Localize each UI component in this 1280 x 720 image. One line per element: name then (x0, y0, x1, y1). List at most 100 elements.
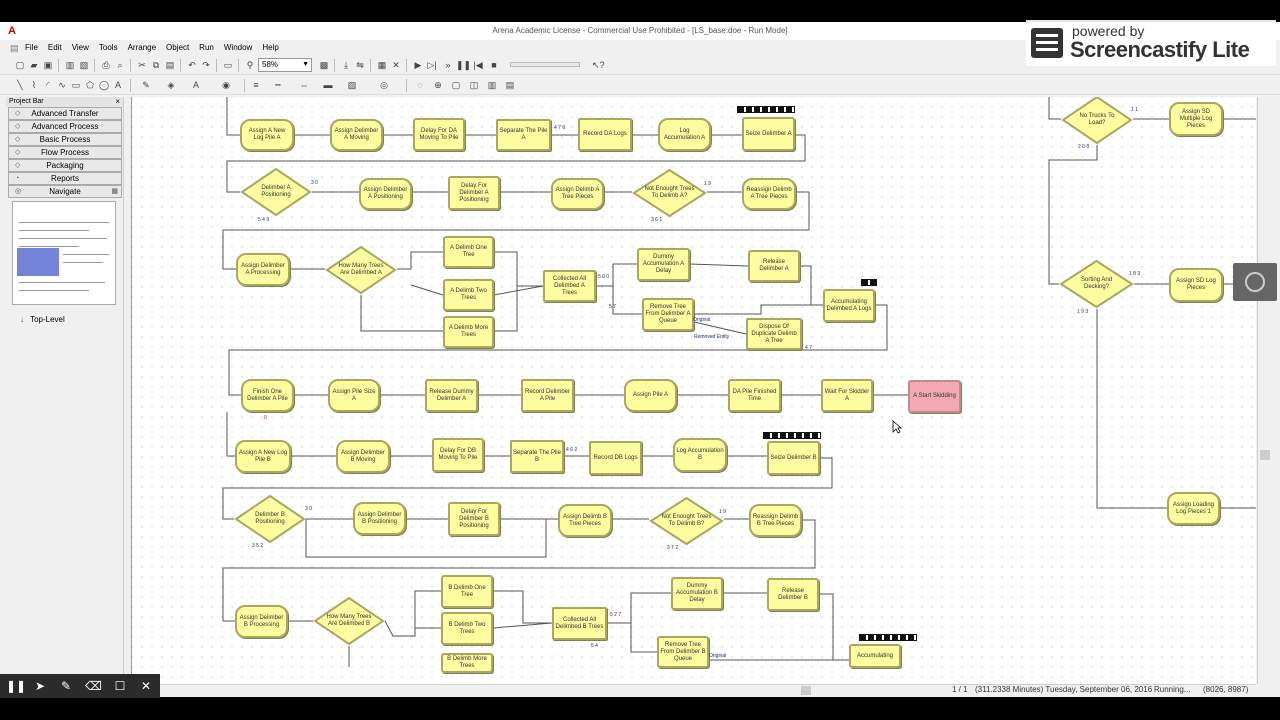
decision-not-enought-trees-to-delimb-b[interactable]: Not Enought Trees To Delimb B? (649, 496, 724, 546)
print-icon[interactable]: ⎙ (102, 60, 110, 70)
template-attach-icon[interactable]: ▥ (65, 60, 75, 70)
line-width-icon[interactable]: ≡ (253, 80, 259, 90)
module-da-pile-finished-time[interactable]: DA Pile Finished Time (728, 379, 781, 412)
open-folder-icon[interactable]: ▰ (30, 60, 38, 70)
menu-window[interactable]: Window (223, 43, 253, 52)
run-go-icon[interactable]: ▶ (414, 60, 422, 70)
panel-packaging[interactable]: ◇Packaging (8, 159, 122, 172)
module-dummy-accumulation-a-delay[interactable]: Dummy Accumulation A Delay (637, 248, 690, 281)
module-separate-the-pile-a[interactable]: Separate The Pile A (496, 119, 551, 151)
module-b-delimb-one-tree[interactable]: B Delimb One Tree (441, 575, 493, 608)
module-collected-all-delimbed-a-trees[interactable]: Collected All Delimbed A Trees (543, 270, 596, 302)
module-remove-tree-from-delimber-b-queue[interactable]: Remove Tree From Delimber B Queue (657, 636, 709, 668)
module-seize-delimber-b[interactable]: Seize Delimber B (767, 441, 820, 475)
horizontal-scroll-thumb[interactable] (801, 686, 811, 695)
polyline-icon[interactable]: ⌇ (31, 80, 37, 90)
module-record-da-logs[interactable]: Record DA Logs (578, 118, 632, 151)
module-assign-sd-log-pieces[interactable]: Assign SD Log Pieces (1169, 268, 1223, 302)
arrow-style-icon[interactable]: ⇔ (299, 80, 309, 90)
fill-pattern-icon[interactable]: ▨ (347, 80, 357, 90)
decision-no-trucks-to-load[interactable]: No Trucks To Load? (1061, 97, 1133, 145)
line-pattern-icon[interactable]: ▬ (323, 80, 333, 90)
panel-advanced-transfer[interactable]: ◇Advanced Transfer (8, 107, 122, 120)
module-seize-delimber-a[interactable]: Seize Delimber A (742, 117, 795, 151)
line-style-icon[interactable]: ┅ (275, 80, 281, 90)
decision-delimber-b-positioning[interactable]: Delimber B Positioning (234, 494, 306, 544)
module-delay-for-da-moving-to-pile[interactable]: Delay For DA Moving To Pile (413, 118, 465, 151)
cursor-tool-icon[interactable]: ➤ (34, 679, 46, 693)
view-region-icon[interactable]: ▭ (223, 60, 233, 70)
pen-tool-icon[interactable]: ✎ (60, 679, 72, 693)
tree-item-top-level[interactable]: ↓ Top-Level (20, 315, 65, 324)
save-icon[interactable]: ▣ (43, 60, 53, 70)
module-dummy-accumulation-b-delay[interactable]: Dummy Accumulation B Delay (671, 577, 723, 610)
fill-color-icon[interactable]: ◈ (167, 80, 175, 90)
thumbnail-view-region[interactable] (17, 248, 59, 276)
module-delay-for-delimber-b-positioning[interactable]: Delay For Delimber B Positioning (448, 502, 500, 536)
layers-icon[interactable]: ▩ (319, 60, 329, 70)
module-finish-one-delimber-a-pile[interactable]: Finish One Delimber A Pile (241, 379, 294, 412)
decision-sorting-and-decking[interactable]: Sorting And Decking? (1059, 259, 1134, 309)
close-icon[interactable]: × (115, 97, 120, 106)
queue-icon[interactable]: ◌ (417, 80, 423, 90)
panel-flow-process[interactable]: ◇Flow Process (8, 146, 122, 159)
module-log-accumulation-a[interactable]: Log Accumulation A (658, 118, 711, 151)
audio-icon[interactable] (1233, 263, 1277, 301)
vertical-scroll-thumb[interactable] (1260, 450, 1270, 460)
menu-help[interactable]: Help (262, 43, 279, 52)
close-icon[interactable]: ✕ (140, 679, 152, 693)
rectangle-tool-icon[interactable]: ☐ (114, 679, 126, 693)
menu-arrange[interactable]: Arrange (127, 43, 157, 52)
module-remove-tree-from-delimber-a-queue[interactable]: Remove Tree From Delimber A Queue (642, 298, 694, 331)
module-assign-delimber-a-positioning[interactable]: Assign Delimber A Positioning (359, 178, 412, 210)
text-icon[interactable]: A (114, 80, 121, 90)
paste-icon[interactable]: ▤ (165, 60, 175, 70)
module-release-delimber-a[interactable]: Release Delimber A (748, 250, 800, 282)
module-assign-delimb-a-tree-pieces[interactable]: Assign Delimb A Tree Pieces (551, 178, 604, 210)
module-assign-delimber-b-processing[interactable]: Assign Delimber B Processing (235, 605, 288, 638)
menu-run[interactable]: Run (199, 43, 214, 52)
menu-view[interactable]: View (71, 43, 89, 52)
menu-file[interactable]: File (25, 43, 38, 52)
histogram-icon[interactable]: ▥ (487, 80, 497, 90)
model-canvas[interactable]: Assign A New Log Pile A Assign Delimber A… (131, 97, 1256, 684)
decision-delimber-a-positioning[interactable]: Delimber A Positioning (240, 167, 312, 217)
help-pointer-icon[interactable]: ↖? (592, 60, 605, 70)
zoom-icon[interactable]: ⚲ (246, 60, 254, 70)
module-a-delimb-one-tree[interactable]: A Delimb One Tree (443, 236, 494, 268)
navigate-thumbnail[interactable] (12, 201, 116, 305)
pause-icon[interactable]: ❚❚ (456, 60, 472, 70)
text-color-icon[interactable]: A (192, 80, 199, 90)
variable-icon[interactable]: ▢ (451, 80, 461, 90)
module-assign-pile-a[interactable]: Assign Pile A (624, 379, 677, 412)
print-preview-icon[interactable]: ⌕ (117, 60, 123, 70)
module-accumulating-delimbed-a-logs[interactable]: Accumulating Delimbed A Logs (823, 289, 875, 322)
animate-connectors-icon[interactable]: ▦ (377, 60, 387, 70)
run-step-icon[interactable]: ▷| (427, 60, 437, 70)
document-menu-icon[interactable]: ▤ (10, 43, 19, 53)
zoom-select[interactable]: 58% ▼ (258, 58, 312, 72)
thumbnail-toggle-icon[interactable]: ▦ (111, 188, 118, 195)
resource-icon[interactable]: ⊕ (434, 80, 442, 90)
module-assign-a-new-log-pile-a[interactable]: Assign A New Log Pile A (240, 119, 294, 151)
module-delay-for-delimber-a-positioning[interactable]: Delay For Delimber A Positioning (448, 176, 500, 210)
module-assign-delimber-b-moving[interactable]: Assign Delimber B Moving (336, 440, 390, 473)
background-color-icon[interactable]: ◉ (222, 80, 230, 90)
level-icon[interactable]: ▤ (505, 80, 515, 90)
module-assign-sd-multiple-log-pieces[interactable]: Assign SD Multiple Log Pieces (1169, 102, 1223, 136)
module-reassign-delimb-b-tree-pieces[interactable]: Reassign Delimb B Tree Pieces (749, 504, 802, 537)
pause-recording-icon[interactable]: ❚❚ (6, 679, 27, 693)
module-reassign-delimb-a-tree-pieces[interactable]: Reassign Delimb A Tree Pieces (742, 178, 796, 210)
module-assign-delimber-a-processing[interactable]: Assign Delimber A Processing (236, 253, 290, 286)
module-collected-all-delimbed-b-trees[interactable]: Collected All Delimbed B Trees (552, 607, 607, 640)
start-over-icon[interactable]: |◀ (473, 60, 483, 70)
module-assign-a-new-log-pile-b[interactable]: Assign A New Log Pile B (235, 440, 291, 473)
module-assign-delimb-b-tree-pieces[interactable]: Assign Delimb B Tree Pieces (558, 504, 612, 537)
module-assign-loading-log-pieces-1[interactable]: Assign Loading Log Pieces 1 (1167, 492, 1220, 525)
module-b-delimb-two-trees[interactable]: B Delimb Two Trees (441, 612, 493, 645)
menu-tools[interactable]: Tools (98, 43, 118, 52)
new-file-icon[interactable]: ▢ (15, 60, 25, 70)
module-log-accumulation-b[interactable]: Log Accumulation B (673, 438, 727, 472)
module-dispose-of-duplicate-delimb-a-tree[interactable]: Dispose Of Duplicate Delimb A Tree (746, 318, 802, 350)
module-assign-delimber-b-positioning[interactable]: Assign Delimber B Positioning (353, 502, 406, 535)
